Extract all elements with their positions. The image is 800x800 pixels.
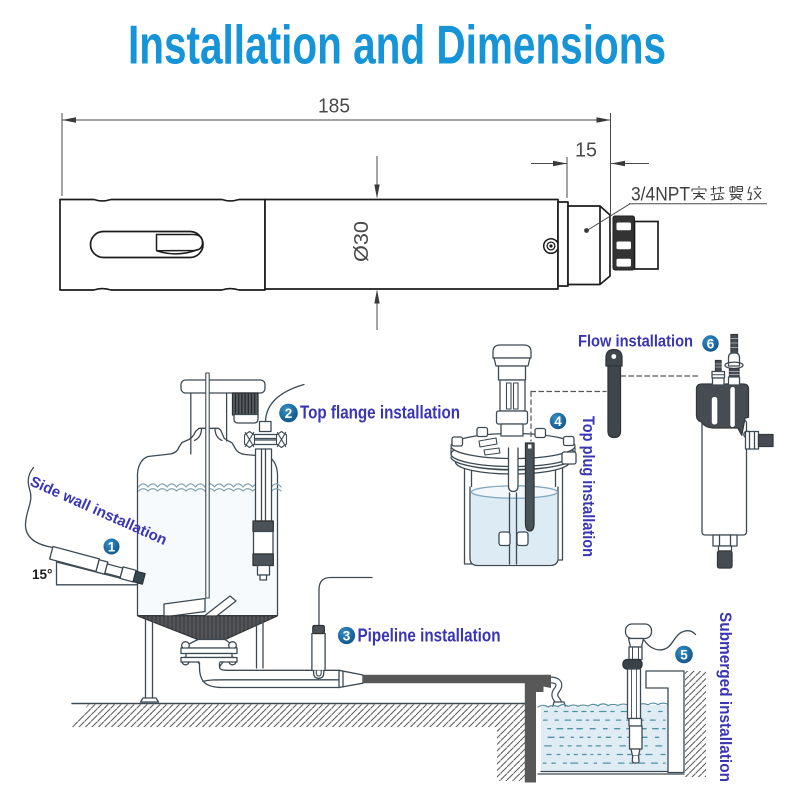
svg-text:185: 185 bbox=[318, 96, 350, 118]
svg-text:Ø30: Ø30 bbox=[350, 221, 373, 262]
svg-text:6: 6 bbox=[707, 336, 715, 351]
svg-text:Installation and Dimensions: Installation and Dimensions bbox=[128, 14, 666, 76]
svg-text:3: 3 bbox=[343, 628, 351, 643]
svg-text:Top flange installation: Top flange installation bbox=[300, 403, 460, 423]
svg-text:Pipeline installation: Pipeline installation bbox=[358, 626, 501, 646]
svg-text:15: 15 bbox=[575, 140, 597, 162]
svg-text:15°: 15° bbox=[32, 567, 52, 582]
svg-text:2: 2 bbox=[285, 406, 293, 421]
svg-text:Submerged installation: Submerged installation bbox=[716, 612, 735, 782]
svg-text:1: 1 bbox=[108, 539, 116, 554]
svg-text:3/4NPT: 3/4NPT bbox=[631, 184, 690, 206]
svg-text:Flow installation: Flow installation bbox=[578, 332, 693, 351]
svg-text:5: 5 bbox=[680, 647, 688, 662]
svg-text:Top plug installation: Top plug installation bbox=[579, 416, 598, 557]
svg-text:4: 4 bbox=[554, 414, 562, 429]
